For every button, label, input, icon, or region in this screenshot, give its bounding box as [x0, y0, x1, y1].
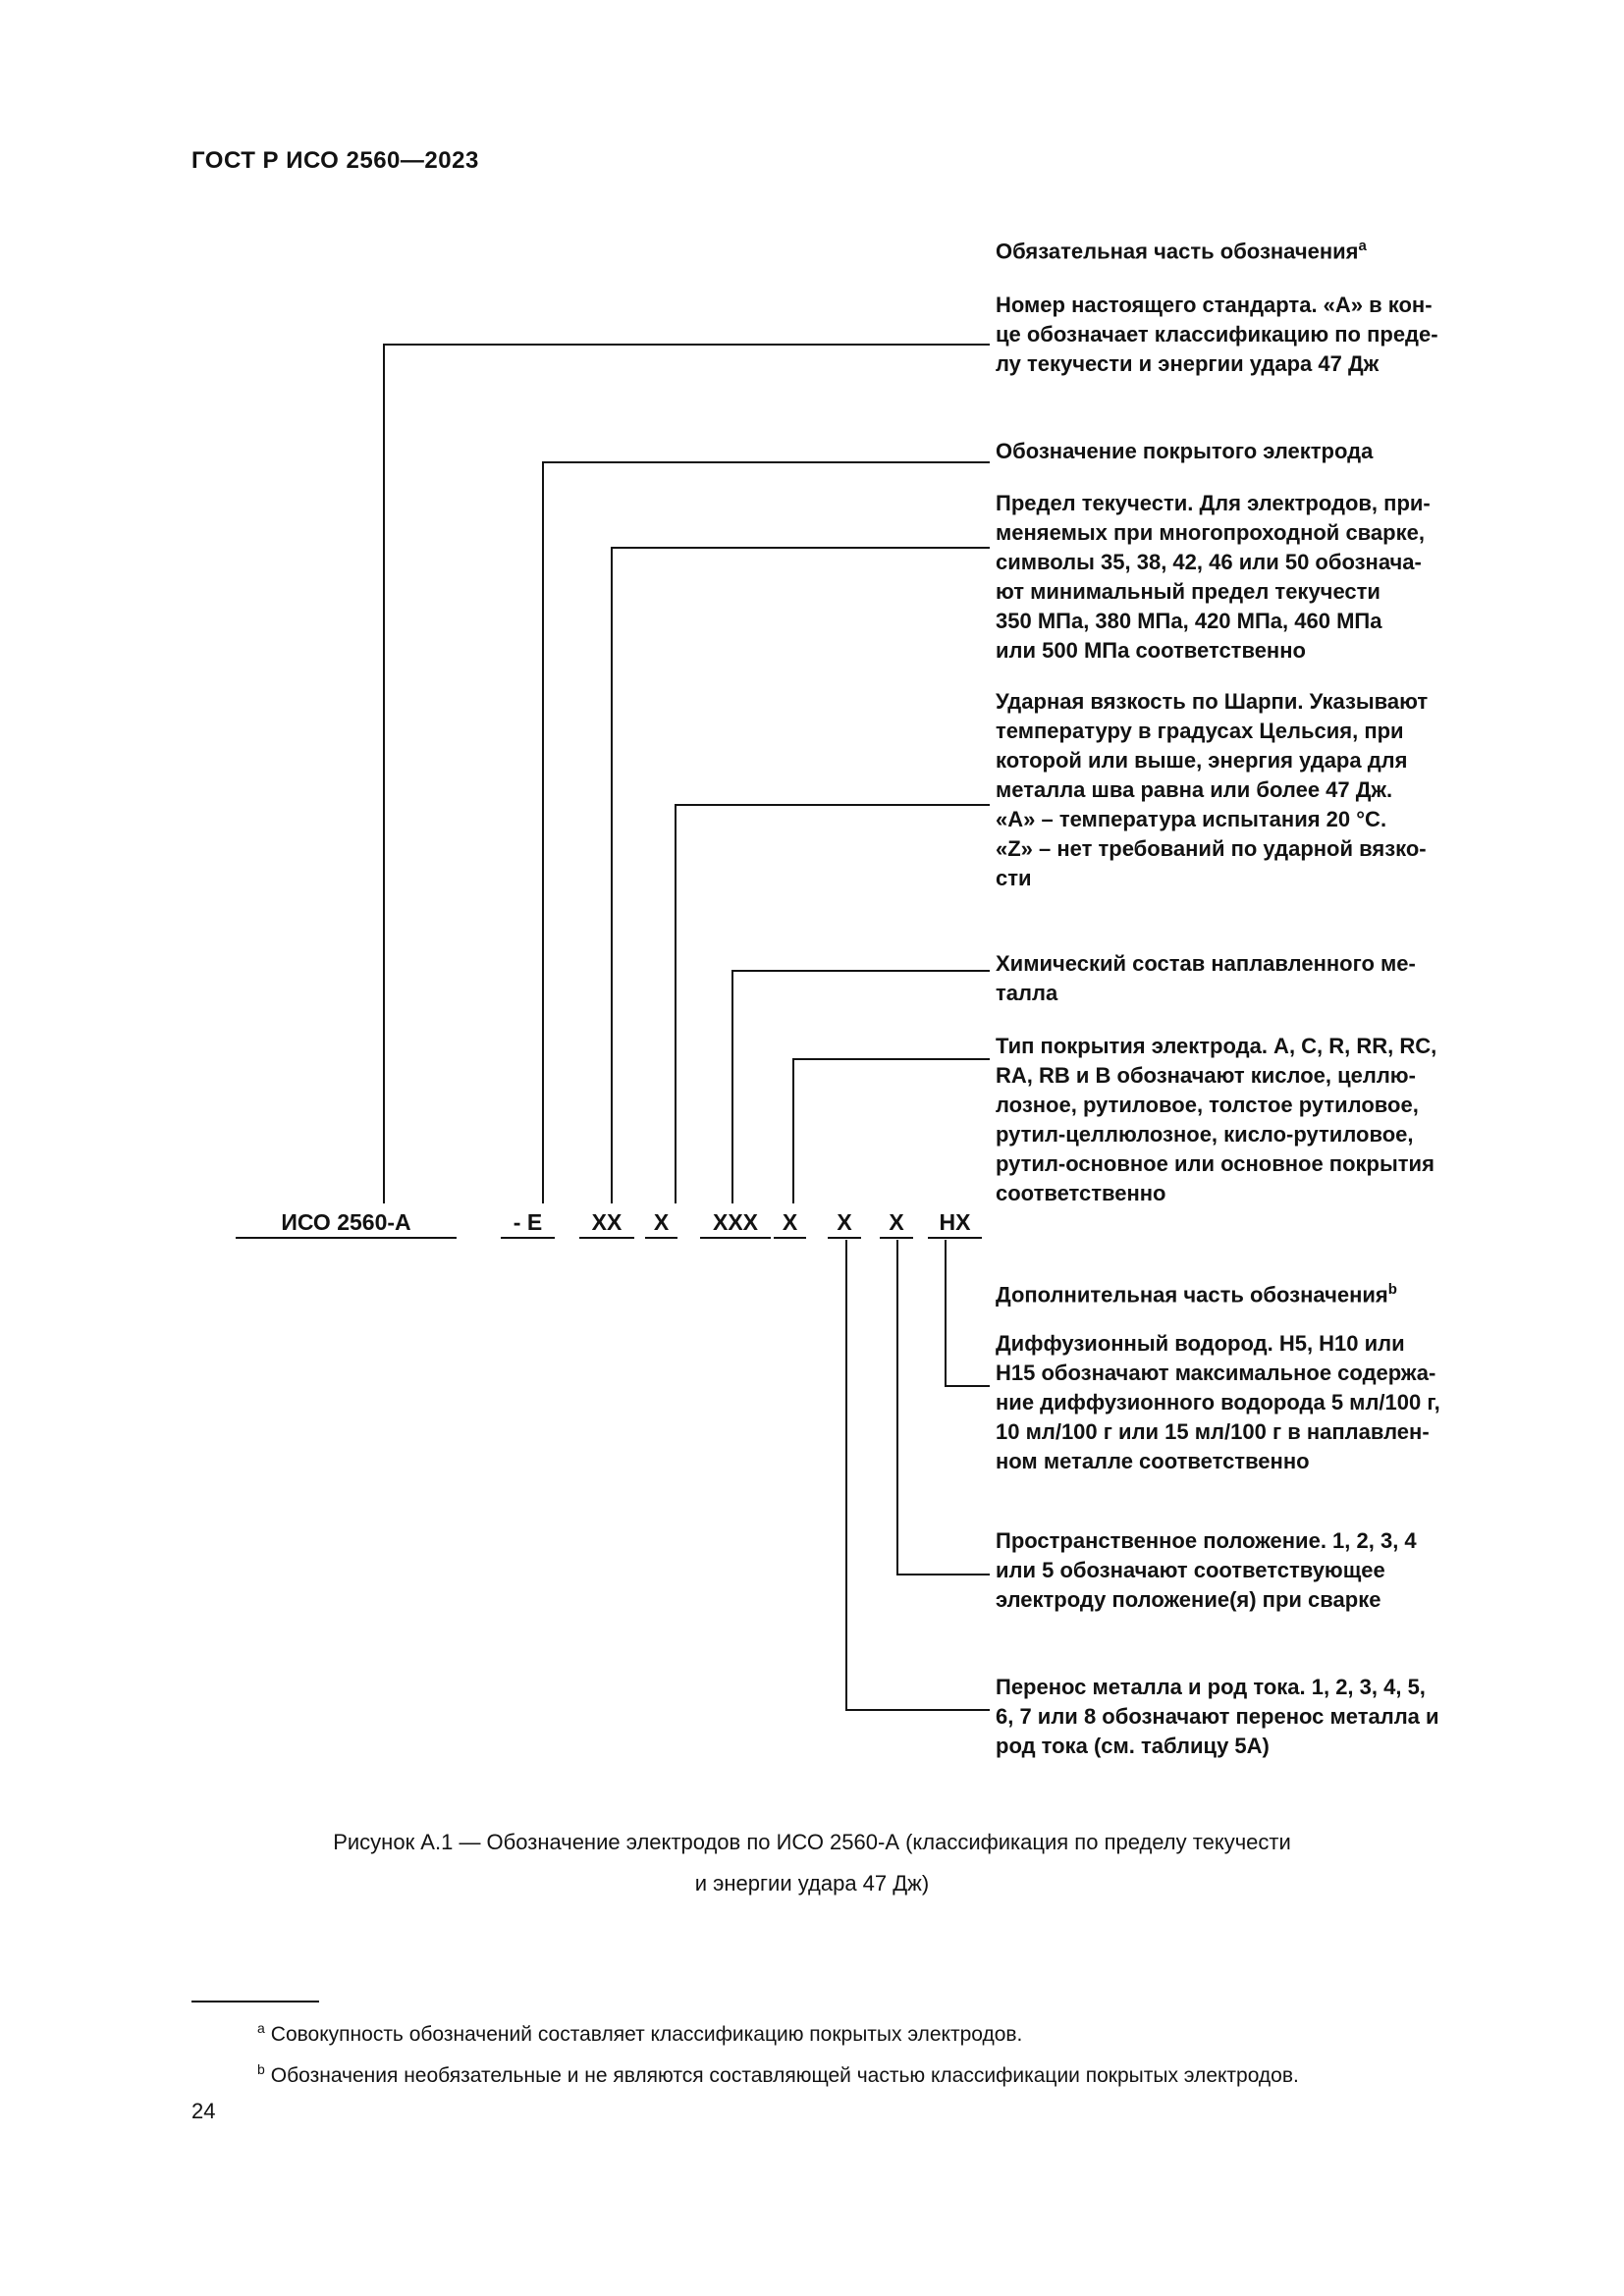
annotation-text: Обязательная часть обозначения: [996, 239, 1359, 264]
designation-token-position: Х: [880, 1209, 913, 1239]
connector-line: [731, 970, 733, 1203]
designation-token-hydrogen: НХ: [928, 1209, 982, 1239]
footnote-b: b Обозначения необязательные и не являютс…: [257, 2056, 1534, 2090]
designation-token-impact: Х: [645, 1209, 677, 1239]
annotation-diffusible-hydrogen: Диффузионный водород. Н5, Н10 или Н15 об…: [996, 1331, 1440, 1473]
footnote-marker-a: a: [257, 2020, 265, 2036]
annotation-text: Дополнительная часть обозначения: [996, 1282, 1388, 1308]
connector-line: [731, 970, 990, 972]
connector-line: [611, 547, 613, 1203]
footnote-rule: [191, 2001, 319, 2002]
annotation-coating-type: Тип покрытия электрода. А, С, R, RR, RC,…: [996, 1034, 1437, 1205]
footnote-marker-b: b: [1387, 1281, 1397, 1298]
connector-line: [896, 1240, 898, 1574]
figure-caption: Рисунок А.1 — Обозначение электродов по …: [333, 1830, 1291, 1896]
annotation-standard-number: Номер настоящего стандарта. «А» в кон- ц…: [996, 293, 1438, 376]
footnote-marker-a: a: [1358, 238, 1367, 254]
document-header: ГОСТ Р ИСО 2560—2023: [191, 147, 479, 174]
designation-token-yield: ХХ: [579, 1209, 634, 1239]
connector-line: [845, 1240, 847, 1709]
connector-line: [611, 547, 990, 549]
annotation-metal-transfer: Перенос металла и род тока. 1, 2, 3, 4, …: [996, 1675, 1439, 1758]
connector-line: [845, 1709, 990, 1711]
annotation-optional-part: Дополнительная часть обозначенияb: [996, 1275, 1555, 1309]
connector-line: [542, 461, 990, 463]
connector-line: [383, 344, 990, 346]
designation-token-standard: ИСО 2560-А: [236, 1209, 457, 1239]
annotation-yield-strength: Предел текучести. Для электродов, при- м…: [996, 491, 1431, 663]
connector-line: [792, 1058, 794, 1203]
designation-token-electrode: - Е: [501, 1209, 555, 1239]
annotation-welding-position: Пространственное положение. 1, 2, 3, 4 и…: [996, 1528, 1417, 1612]
footnote-text: Совокупность обозначений составляет клас…: [270, 2023, 1023, 2046]
annotation-covered-electrode: Обозначение покрытого электрода: [996, 439, 1374, 463]
connector-line: [383, 344, 385, 1203]
footnote-marker-b: b: [257, 2061, 265, 2077]
connector-line: [675, 804, 677, 1203]
annotation-mandatory-part: Обязательная часть обозначенияa: [996, 232, 1555, 266]
connector-line: [945, 1240, 947, 1385]
designation-token-coating: Х: [774, 1209, 806, 1239]
annotation-impact-toughness: Ударная вязкость по Шарпи. Указывают тем…: [996, 689, 1429, 890]
page-number: 24: [191, 2099, 216, 2123]
footnote-a: a Совокупность обозначений составляет кла…: [257, 2014, 1534, 2049]
designation-token-transfer: Х: [828, 1209, 861, 1239]
annotation-chemical-composition: Химический состав наплавленного ме- талл…: [996, 951, 1416, 1005]
designation-token-chemistry: ХХХ: [700, 1209, 771, 1239]
connector-line: [896, 1574, 990, 1575]
connector-line: [675, 804, 990, 806]
connector-line: [542, 461, 544, 1203]
connector-line: [945, 1385, 990, 1387]
connector-line: [792, 1058, 990, 1060]
footnote-text: Обозначения необязательные и не являются…: [270, 2064, 1299, 2087]
